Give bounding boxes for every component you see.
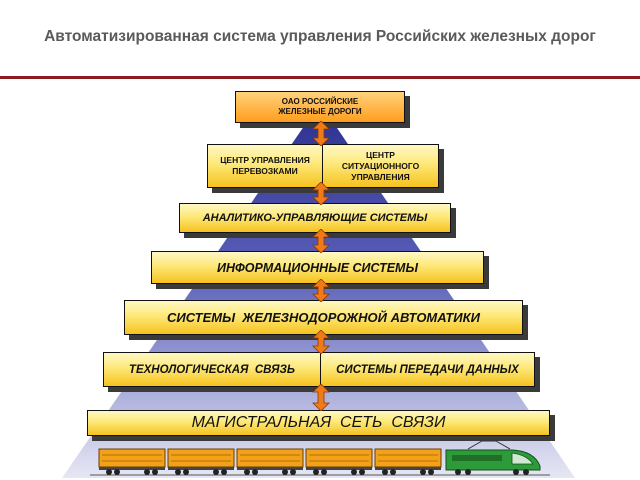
rzd-box: ОАО РОССИЙСКИЕ ЖЕЛЕЗНЫЕ ДОРОГИ — [235, 91, 405, 123]
train-illustration — [90, 440, 550, 476]
technological-communication: ТЕХНОЛОГИЧЕСКАЯ СВЯЗЬ — [104, 353, 321, 386]
analytics-systems-box: АНАЛИТИКО-УПРАВЛЯЮЩИЕ СИСТЕМЫ — [179, 203, 451, 233]
communication-row-box: ТЕХНОЛОГИЧЕСКАЯ СВЯЗЬ СИСТЕМЫ ПЕРЕДАЧИ Д… — [103, 352, 535, 387]
rzd-label: ОАО РОССИЙСКИЕ ЖЕЛЕЗНЫЕ ДОРОГИ — [278, 97, 362, 116]
backbone-network-box: МАГИСТРАЛЬНАЯ СЕТЬ СВЯЗИ — [87, 410, 550, 436]
railway-automation-box: СИСТЕМЫ ЖЕЛЕЗНОДОРОЖНОЙ АВТОМАТИКИ — [124, 300, 523, 335]
freight-wagon-icon — [167, 448, 235, 476]
situational-control-center: ЦЕНТР СИТУАЦИОННОГО УПРАВЛЕНИЯ — [323, 145, 438, 187]
technological-communication-label: ТЕХНОЛОГИЧЕСКАЯ СВЯЗЬ — [128, 363, 296, 376]
information-systems-label: ИНФОРМАЦИОННЫЕ СИСТЕМЫ — [217, 260, 418, 275]
freight-wagon-icon — [98, 448, 166, 476]
freight-wagon-icon — [236, 448, 304, 476]
double-arrow-icon — [312, 384, 330, 411]
situational-control-center-label: ЦЕНТР СИТУАЦИОННОГО УПРАВЛЕНИЯ — [341, 149, 420, 182]
double-arrow-icon — [312, 182, 330, 205]
information-systems-box: ИНФОРМАЦИОННЫЕ СИСТЕМЫ — [151, 251, 484, 284]
analytics-systems-label: АНАЛИТИКО-УПРАВЛЯЮЩИЕ СИСТЕМЫ — [202, 212, 428, 224]
freight-wagon-icon — [305, 448, 373, 476]
backbone-network-label: МАГИСТРАЛЬНАЯ СЕТЬ СВЯЗИ — [191, 414, 446, 431]
transport-control-center-label: ЦЕНТР УПРАВЛЕНИЯ ПЕРЕВОЗКАМИ — [220, 155, 310, 176]
locomotive-icon — [445, 440, 541, 475]
double-arrow-icon — [312, 279, 330, 302]
title-rule — [0, 76, 640, 79]
double-arrow-icon — [312, 229, 330, 253]
control-centers-box: ЦЕНТР УПРАВЛЕНИЯ ПЕРЕВОЗКАМИ ЦЕНТР СИТУА… — [207, 144, 439, 188]
double-arrow-icon — [312, 330, 330, 354]
freight-wagon-icon — [374, 448, 442, 476]
transport-control-center: ЦЕНТР УПРАВЛЕНИЯ ПЕРЕВОЗКАМИ — [208, 145, 323, 187]
double-arrow-icon — [312, 121, 330, 146]
data-transfer-systems: СИСТЕМЫ ПЕРЕДАЧИ ДАННЫХ — [321, 353, 534, 386]
railway-automation-label: СИСТЕМЫ ЖЕЛЕЗНОДОРОЖНОЙ АВТОМАТИКИ — [167, 310, 480, 325]
slide-title: Автоматизированная система управления Ро… — [44, 28, 596, 45]
data-transfer-systems-label: СИСТЕМЫ ПЕРЕДАЧИ ДАННЫХ — [336, 363, 519, 376]
